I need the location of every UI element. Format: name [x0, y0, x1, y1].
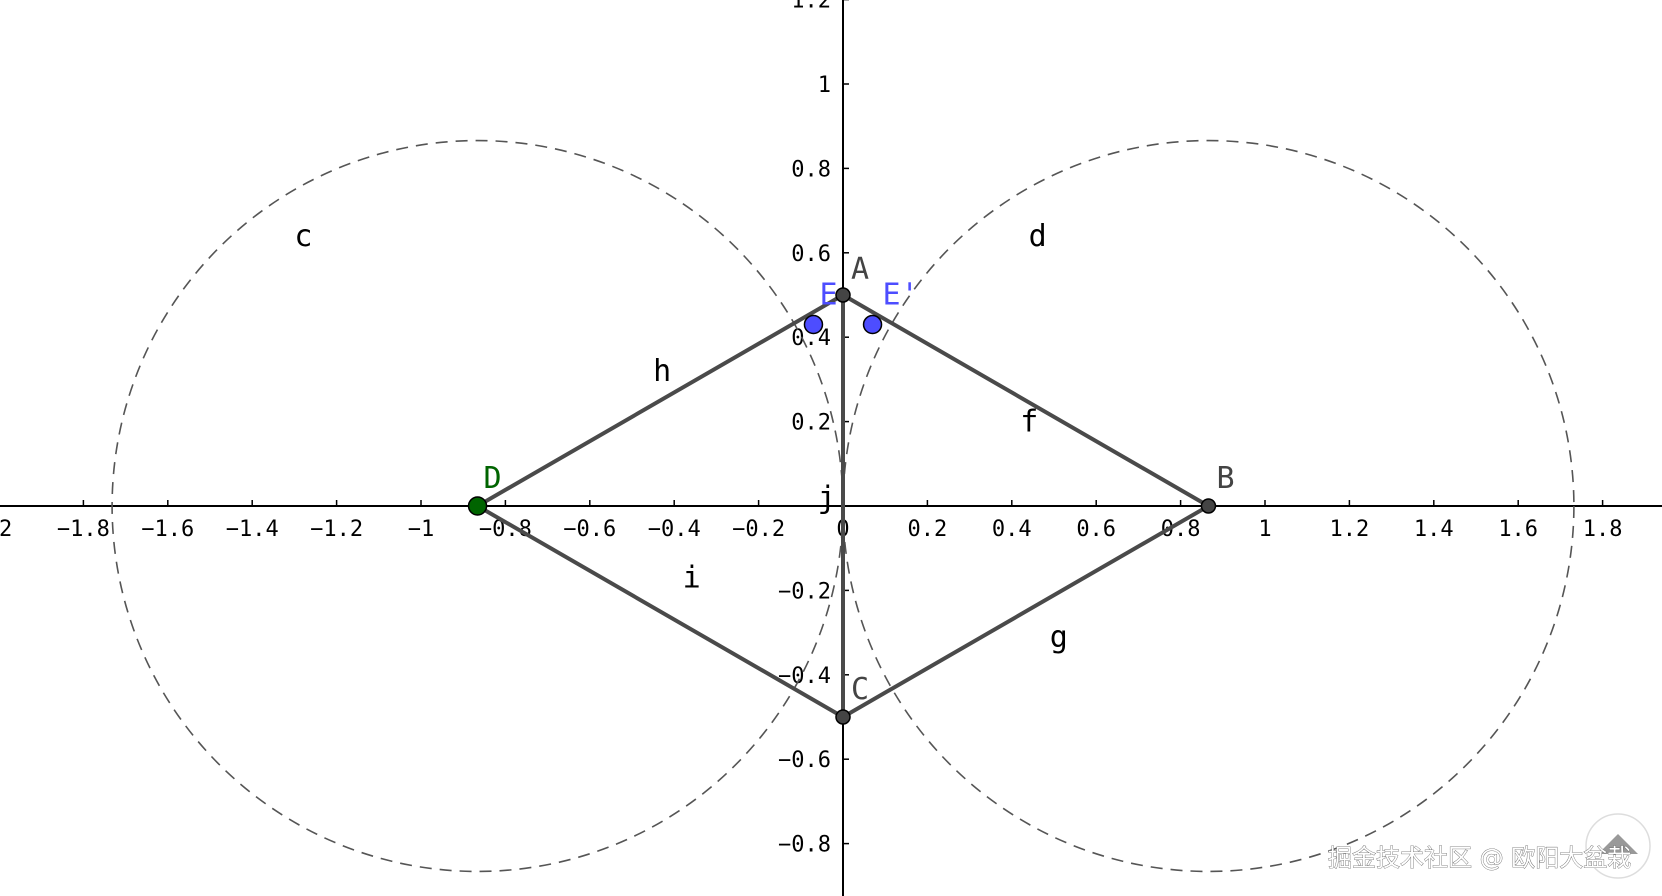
- circle-label-c: c: [294, 219, 312, 254]
- segment-f[interactable]: [841, 293, 1211, 508]
- x-tick-label: −1.4: [226, 517, 279, 542]
- segment-label-h: h: [653, 354, 671, 389]
- y-tick-label: 0.2: [791, 411, 831, 436]
- point-E[interactable]: [803, 314, 824, 335]
- x-tick-label: 0.4: [992, 517, 1032, 542]
- y-tick-label: −0.2: [778, 579, 831, 604]
- point-C[interactable]: [835, 709, 851, 725]
- x-tick-label: −1.6: [141, 517, 194, 542]
- x-tick-label: 0.6: [1076, 517, 1116, 542]
- segment-h[interactable]: [475, 293, 845, 508]
- x-tick-label: −0.6: [563, 517, 616, 542]
- segment-label-g: g: [1050, 620, 1068, 655]
- y-tick-label: 0.8: [791, 157, 831, 182]
- x-tick-label: 1.6: [1498, 517, 1538, 542]
- point-label-C: C: [851, 672, 869, 707]
- x-tick-label: −0.2: [732, 517, 785, 542]
- arrow-up-icon: [1598, 834, 1638, 854]
- point-label-E2: E': [883, 278, 919, 313]
- x-tick-label: −1.2: [310, 517, 363, 542]
- point-label-D: D: [484, 461, 502, 496]
- point-label-E: E: [819, 278, 837, 313]
- x-tick-label: 1.4: [1414, 517, 1454, 542]
- point-A[interactable]: [835, 287, 851, 303]
- segment-label-f: f: [1020, 405, 1038, 440]
- points: [467, 287, 1217, 725]
- y-tick-label: −0.8: [778, 833, 831, 858]
- point-label-A: A: [851, 252, 869, 287]
- x-tick-label: −1.8: [57, 517, 110, 542]
- point-D[interactable]: [467, 496, 488, 516]
- x-tick-label: −1: [408, 517, 435, 542]
- y-tick-label: −0.6: [778, 748, 831, 773]
- y-tick-label: 1: [818, 73, 831, 98]
- x-tick-label: 1.8: [1583, 517, 1623, 542]
- point-label-B: B: [1216, 461, 1234, 496]
- object-labels: A B C D E E' f g i h j c d: [294, 219, 1234, 707]
- watermark-text: 掘金技术社区 @ 欧阳大盆栽: [1328, 844, 1631, 872]
- x-tick-label: 0.2: [908, 517, 948, 542]
- point-E2[interactable]: [862, 314, 883, 335]
- circle-label-d: d: [1029, 219, 1047, 254]
- point-B[interactable]: [1200, 498, 1217, 514]
- x-tick-label: −0.4: [648, 517, 701, 542]
- scroll-to-top-button[interactable]: [1585, 813, 1651, 879]
- x-tick-label: −2: [0, 517, 12, 542]
- x-tick-label: 1.2: [1330, 517, 1370, 542]
- segments: [475, 293, 1211, 719]
- y-tick-label: 0.6: [791, 242, 831, 267]
- segment-g[interactable]: [841, 504, 1211, 719]
- segment-label-j: j: [818, 481, 836, 516]
- segment-label-i: i: [683, 561, 701, 596]
- segment-i[interactable]: [475, 504, 845, 719]
- y-tick-label: 1.2: [791, 0, 831, 14]
- x-tick-label: 1: [1258, 517, 1271, 542]
